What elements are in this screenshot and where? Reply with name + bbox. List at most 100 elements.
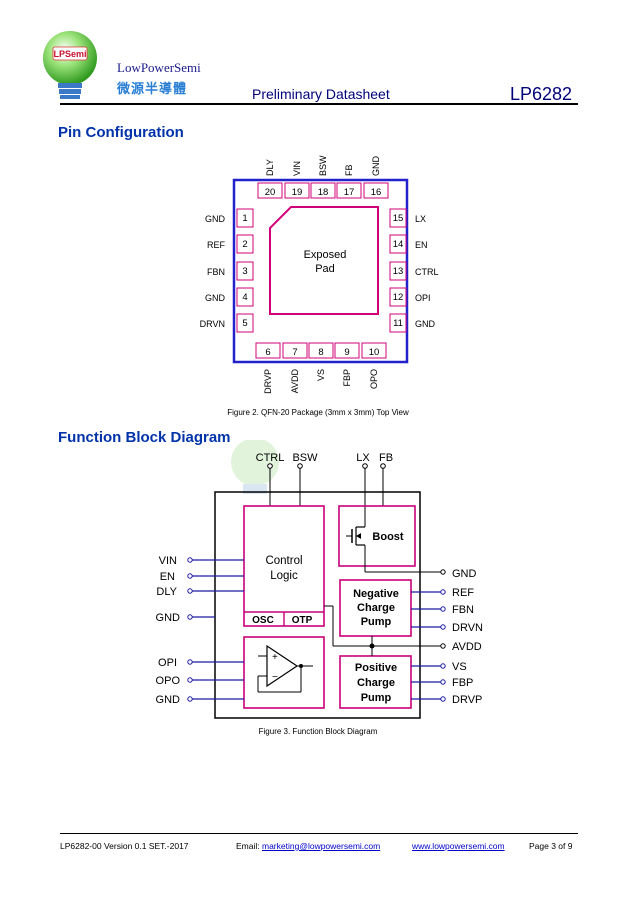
- footer-email: Email: marketing@lowpowersemi.com: [236, 841, 380, 851]
- pin-dly-label: DLY: [156, 586, 177, 598]
- negative-charge-pump-block: [339, 579, 412, 637]
- pin-7-number: 7: [292, 347, 297, 358]
- pin-16-pad: [363, 182, 389, 199]
- package-outline: [232, 178, 409, 364]
- part-number: LP6282: [510, 84, 573, 104]
- opamp-icon: + −: [257, 644, 313, 693]
- pin-17-pad: [336, 182, 362, 199]
- pin-11-number: 11: [393, 318, 403, 329]
- figure-3-caption: Figure 3. Function Block Diagram: [258, 727, 378, 736]
- pin-19-name: VIN: [292, 161, 302, 176]
- function-block-diagram: CTRL BSW LX FB Control Logic OSC OTP Boo…: [156, 440, 483, 719]
- pin-14-pad: [389, 234, 407, 254]
- pin-1-number: 1: [242, 213, 247, 224]
- pin-configuration-diagram: Exposed Pad 20 19 18 17 16 DLY VIN BSW F…: [200, 155, 439, 394]
- figure-2-caption: Figure 2. QFN-20 Package (3mm x 3mm) Top…: [227, 408, 409, 417]
- pin-5-pad: [236, 313, 254, 333]
- pin-20-name: DLY: [265, 159, 275, 176]
- footer-email-link[interactable]: marketing@lowpowersemi.com: [262, 841, 381, 851]
- pin-8-number: 8: [318, 347, 323, 358]
- header-rule: [60, 103, 578, 105]
- lightbulb-logo-icon: LPSemi: [43, 31, 97, 99]
- control-logic-label-2: Logic: [270, 570, 298, 582]
- pin-lx-label: LX: [356, 452, 370, 464]
- pin-7-pad: [282, 342, 308, 359]
- osc-label: OSC: [252, 615, 274, 626]
- pin-ctrl-label: CTRL: [256, 452, 285, 464]
- pin-4-number: 4: [242, 292, 247, 303]
- pin-fbp-label: FBP: [452, 677, 473, 689]
- footer-rule: [60, 833, 578, 834]
- otp-label: OTP: [292, 615, 313, 626]
- pin-2-number: 2: [242, 239, 247, 250]
- bottom-pins: 6 7 8 9 10 DRVP AVDD VS FBP OPO: [255, 342, 387, 394]
- pin-3-name: FBN: [207, 267, 225, 277]
- pin-gnd-right-label: GND: [452, 568, 477, 580]
- pin-config-title: Pin Configuration: [58, 124, 184, 141]
- pin-12-number: 12: [393, 292, 404, 303]
- pin-19-pad: [284, 182, 310, 199]
- pin-ref-label: REF: [452, 587, 474, 599]
- company-name-en: LowPowerSemi: [117, 60, 201, 75]
- footer-website-link[interactable]: www.lowpowersemi.com: [412, 841, 505, 851]
- pin-gnd-left-label: GND: [156, 612, 181, 624]
- pin-9-number: 9: [344, 347, 349, 358]
- company-name-cn: 微源半導體: [117, 81, 188, 96]
- pin-17-number: 17: [344, 187, 355, 198]
- pin-13-pad: [389, 261, 407, 281]
- watermark-logo-icon: [231, 440, 279, 494]
- block-diagram-title: Function Block Diagram: [58, 429, 231, 446]
- pin-2-name: REF: [207, 240, 226, 250]
- top-pins: 20 19 18 17 16 DLY VIN BSW FB GND: [257, 155, 389, 199]
- exposed-pad-label-2: Pad: [315, 263, 335, 275]
- pin-16-number: 16: [371, 187, 382, 198]
- pin-10-name: OPO: [369, 369, 379, 389]
- pin-13-name: CTRL: [415, 267, 439, 277]
- opamp-minus-sign: −: [272, 672, 278, 683]
- pin-1-name: GND: [205, 214, 226, 224]
- pin-9-pad: [334, 342, 360, 359]
- footer-page-number: Page 3 of 9: [529, 841, 573, 851]
- pin-13-number: 13: [393, 266, 404, 277]
- pin-gnd-left2-label: GND: [156, 694, 181, 706]
- pin-fbn-label: FBN: [452, 604, 474, 616]
- control-logic-label-1: Control: [265, 555, 302, 567]
- positive-cp-label-2: Charge: [357, 677, 395, 689]
- pin-20-number: 20: [265, 187, 276, 198]
- pin-vs-label: VS: [452, 661, 467, 673]
- footer-website: www.lowpowersemi.com: [412, 841, 505, 851]
- negative-cp-label-2: Charge: [357, 602, 395, 614]
- pin-4-pad: [236, 287, 254, 307]
- negative-cp-label-1: Negative: [353, 588, 399, 600]
- pin-12-pad: [389, 287, 407, 307]
- boost-block: [338, 505, 416, 567]
- pin-3-number: 3: [242, 266, 247, 277]
- pin-18-name: BSW: [318, 155, 328, 176]
- negative-cp-label-3: Pump: [361, 616, 392, 628]
- pin-18-pad: [310, 182, 336, 199]
- pin-18-number: 18: [318, 187, 329, 198]
- pin-11-name: GND: [415, 319, 436, 329]
- positive-cp-label-1: Positive: [355, 662, 397, 674]
- pin-3-pad: [236, 261, 254, 281]
- logo-badge-text: LPSemi: [53, 49, 86, 59]
- pin-avdd-label: AVDD: [452, 641, 482, 653]
- pin-6-pad: [255, 342, 281, 359]
- pin-16-name: GND: [371, 156, 381, 177]
- pin-15-name: LX: [415, 214, 426, 224]
- pin-drvn-label: DRVN: [452, 622, 483, 634]
- pin-fb-label: FB: [379, 452, 393, 464]
- pin-en-label: EN: [160, 571, 175, 583]
- pin-1-pad: [236, 208, 254, 228]
- pin-6-name: DRVP: [263, 369, 273, 394]
- pin-8-name: VS: [316, 369, 326, 381]
- pin-10-number: 10: [369, 347, 380, 358]
- pin-opi-label: OPI: [158, 657, 177, 669]
- pin-14-name: EN: [415, 240, 428, 250]
- pin-10-pad: [361, 342, 387, 359]
- exposed-pad-label-1: Exposed: [304, 249, 347, 261]
- pin-7-name: AVDD: [290, 369, 300, 394]
- pin-9-name: FBP: [342, 369, 352, 387]
- pin-bsw-label: BSW: [292, 452, 318, 464]
- left-pins: 1 2 3 4 5 GND REF FBN GND DRVN: [200, 208, 254, 333]
